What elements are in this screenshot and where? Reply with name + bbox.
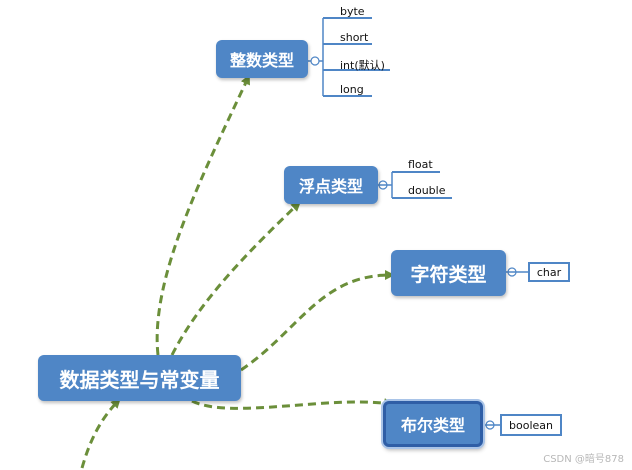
- leaf-byte[interactable]: byte: [340, 5, 365, 18]
- leaf-int-default[interactable]: int(默认): [340, 59, 385, 72]
- branch-node-int[interactable]: 整数类型: [216, 40, 308, 78]
- leaf-long[interactable]: long: [340, 83, 364, 96]
- connector-root-to-float: [170, 201, 301, 356]
- leaf-short[interactable]: short: [340, 31, 369, 44]
- connector-root-to-bool: [191, 398, 394, 410]
- branch-node-float[interactable]: 浮点类型: [284, 166, 378, 204]
- watermark: CSDN @暗号878: [543, 454, 624, 465]
- leaf-float[interactable]: float: [408, 158, 433, 171]
- leaf-char[interactable]: char: [528, 262, 570, 282]
- leaf-boolean[interactable]: boolean: [500, 414, 562, 436]
- leaf-double[interactable]: double: [408, 184, 446, 197]
- connector-incoming-to-root: [80, 398, 121, 469]
- connector-root-to-int: [155, 74, 250, 356]
- branch-node-bool[interactable]: 布尔类型: [383, 401, 483, 447]
- collapse-icon[interactable]: [310, 56, 320, 66]
- connector-root-to-char: [240, 270, 395, 372]
- branch-node-char[interactable]: 字符类型: [391, 250, 506, 296]
- root-topic-node[interactable]: 数据类型与常变量: [38, 355, 241, 401]
